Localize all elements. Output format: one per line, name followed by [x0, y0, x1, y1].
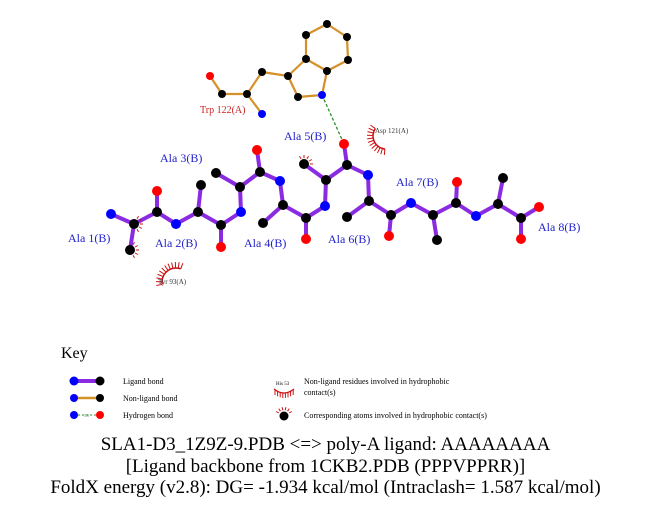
carbon-atom — [493, 199, 503, 209]
carbon-atom — [258, 68, 266, 76]
carbon-atom — [302, 31, 310, 39]
nitrogen-atom — [106, 209, 116, 219]
hydrophobic-atom-ala5-cb-icon — [299, 155, 313, 165]
caption-backbone: [Ligand backbone from 1CKB2.PDB (PPPVPPR… — [125, 456, 526, 477]
oxygen-atom — [206, 72, 214, 80]
carbon-atom — [255, 167, 265, 177]
carbon-atom — [218, 90, 226, 98]
carbon-atom — [342, 212, 352, 222]
caption-title: SLA1-D3_1Z9Z-9.PDB <=> poly-A ligand: AA… — [100, 434, 551, 455]
key-nonligand-residues-label-2: contact(s) — [304, 388, 336, 397]
carbon-atom — [294, 93, 302, 101]
carbon-atom — [516, 213, 526, 223]
carbon-atom — [216, 220, 226, 230]
ligand-label-ala6: Ala 6(B) — [328, 232, 370, 246]
key-nonligand-bond-sample — [70, 394, 104, 402]
key-hydrophobic-residue-sample: His 53 — [273, 382, 295, 394]
residue-label-trp122: Trp 122(A) — [200, 105, 245, 116]
nonligand-bond — [305, 58, 328, 72]
residue-label-asp121: Asp 121(A) — [375, 127, 409, 135]
oxygen-atom — [516, 234, 526, 244]
key-corresponding-atoms-label: Corresponding atoms involved in hydropho… — [304, 411, 487, 420]
ligand-label-ala3: Ala 3(B) — [160, 151, 202, 165]
ligand-label-ala1: Ala 1(B) — [68, 231, 110, 245]
carbon-atom — [343, 33, 351, 41]
carbon-atom — [428, 210, 438, 220]
carbon-atom — [193, 207, 203, 217]
carbon-atom — [278, 200, 288, 210]
carbon-atom — [284, 72, 292, 80]
carbon-atom — [364, 196, 374, 206]
carbon-atom — [235, 182, 245, 192]
carbon-atom — [451, 198, 461, 208]
nitrogen-atom — [471, 211, 481, 221]
hydrophobic-atom-ala1-ca-icon — [136, 215, 143, 233]
carbon-atom — [344, 56, 352, 64]
ligplot-diagram: Trp 122(A) Asp 121(A) Tyr 93(A) Ala 1(B)… — [61, 20, 580, 421]
key-hydrogen-bond-sample: 3.0 — [70, 411, 104, 419]
oxygen-atom — [452, 177, 462, 187]
carbon-atom — [301, 213, 311, 223]
oxygen-atom — [216, 242, 226, 252]
oxygen-atom — [384, 231, 394, 241]
key-corresponding-atom-sample — [275, 407, 293, 421]
carbon-atom — [258, 218, 268, 228]
carbon-atom — [432, 235, 442, 245]
nonligand-bond — [246, 71, 263, 95]
carbon-atom — [342, 160, 352, 170]
hydrophobic-contact-asp121-icon — [366, 124, 386, 155]
nonligand-bond — [261, 70, 289, 78]
hydrophobic-contact-tyr93-icon — [155, 261, 184, 286]
oxygen-atom — [339, 139, 349, 149]
carbon-atom — [498, 173, 508, 183]
caption-energy: FoldX energy (v2.8): DG= -1.934 kcal/mol… — [50, 477, 601, 498]
nitrogen-atom — [318, 91, 326, 99]
carbon-atom — [321, 175, 331, 185]
carbon-atom — [196, 180, 206, 190]
key-hydrogen-bond-label: Hydrogen bond — [123, 411, 173, 420]
ligand-label-ala5: Ala 5(B) — [284, 129, 326, 143]
oxygen-atom — [252, 145, 262, 155]
residue-label-tyr93: Tyr 93(A) — [158, 278, 187, 286]
nonligand-bond — [320, 70, 329, 96]
nitrogen-atom — [406, 198, 416, 208]
ligand-label-ala4: Ala 4(B) — [244, 236, 286, 250]
carbon-atom — [243, 90, 251, 98]
key-hbond-distance: 3.0 — [84, 413, 89, 418]
key-ligand-bond-sample — [69, 376, 105, 386]
nitrogen-atom — [171, 219, 181, 229]
oxygen-atom — [152, 186, 162, 196]
nonligand-bond — [287, 58, 307, 77]
key-nonligand-residues-label: Non-ligand residues involved in hydropho… — [304, 377, 450, 386]
key-title: Key — [61, 345, 88, 362]
ligand-label-ala8: Ala 8(B) — [538, 220, 580, 234]
hydrogen-bond-trp-ala5 — [321, 94, 345, 145]
nitrogen-atom — [258, 110, 266, 118]
carbon-atom — [211, 168, 221, 178]
nonligand-bond — [246, 93, 263, 115]
key-example-residue: His 53 — [276, 382, 290, 387]
carbon-atom — [323, 67, 331, 75]
carbon-atom — [302, 55, 310, 63]
nitrogen-atom — [320, 201, 330, 211]
oxygen-atom — [534, 202, 544, 212]
carbon-atom — [386, 210, 396, 220]
carbon-atom — [323, 20, 331, 28]
ligand-label-ala2: Ala 2(B) — [155, 236, 197, 250]
nitrogen-atom — [363, 170, 373, 180]
key-ligand-bond-label: Ligand bond — [123, 377, 164, 386]
ligand-label-ala7: Ala 7(B) — [396, 175, 438, 189]
nitrogen-atom — [236, 207, 246, 217]
carbon-atom — [152, 207, 162, 217]
nonligand-bond — [297, 93, 323, 99]
carbon-atom — [129, 219, 139, 229]
carbon-atom — [125, 245, 135, 255]
key-nonligand-bond-label: Non-ligand bond — [123, 394, 177, 403]
oxygen-atom — [301, 234, 311, 244]
carbon-atom — [299, 159, 309, 169]
nitrogen-atom — [275, 176, 285, 186]
